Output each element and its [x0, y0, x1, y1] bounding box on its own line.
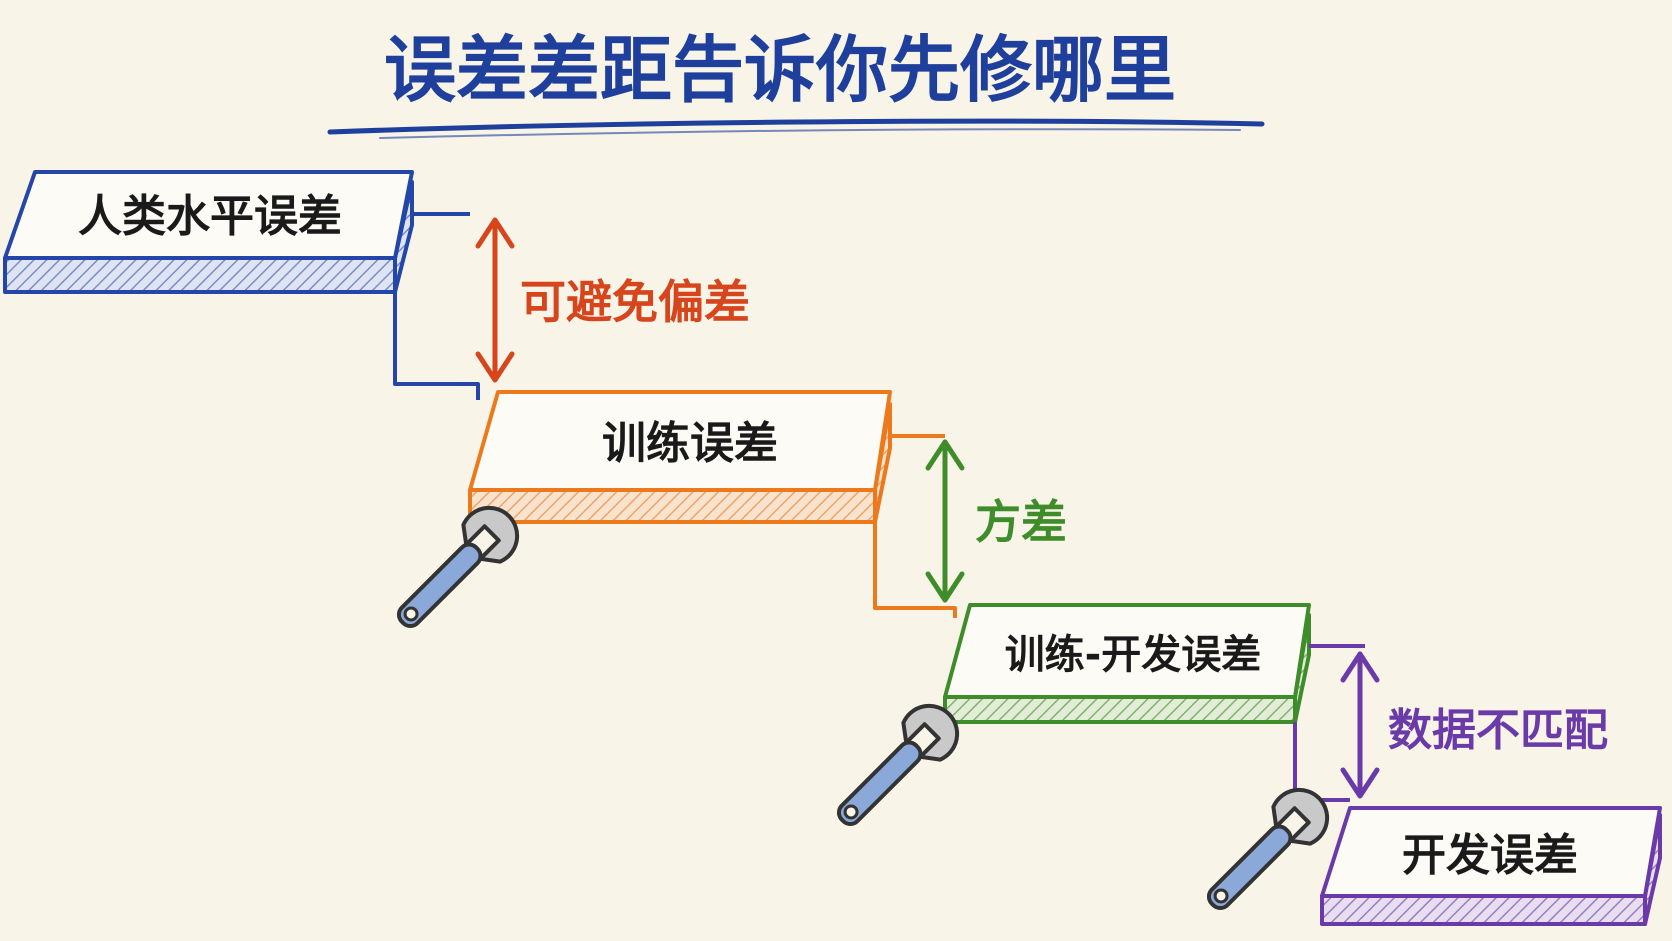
step-label: 训练误差 [602, 418, 778, 469]
gap-label: 方差 [975, 495, 1067, 549]
step-label: 人类水平误差 [78, 191, 342, 242]
step-training-error: 训练误差 [468, 390, 892, 524]
step-train-dev-error: 训练-开发误差 [943, 603, 1311, 724]
diagram-title: 误差差距告诉你先修哪里 [384, 28, 1176, 112]
gap-label: 可避免偏差 [520, 275, 750, 329]
gap-label: 数据不匹配 [1388, 705, 1608, 756]
wrench-icon [1206, 787, 1330, 911]
step-label: 开发误差 [1402, 830, 1578, 881]
title-underline [327, 118, 1265, 135]
step-label: 训练-开发误差 [1005, 632, 1262, 678]
step-human-level-error: 人类水平误差 [3, 170, 414, 294]
gap-variance: 方差 [925, 439, 1067, 603]
step-dev-error: 开发误差 [1320, 806, 1662, 926]
title-underline-2 [379, 128, 1241, 139]
gap-avoidable-bias: 可避免偏差 [475, 217, 750, 383]
wrench-icon [396, 505, 520, 629]
connector-blue [393, 212, 480, 400]
connector-orange [873, 434, 957, 618]
wrench-icon [836, 703, 960, 827]
gap-data-mismatch: 数据不匹配 [1340, 651, 1608, 799]
